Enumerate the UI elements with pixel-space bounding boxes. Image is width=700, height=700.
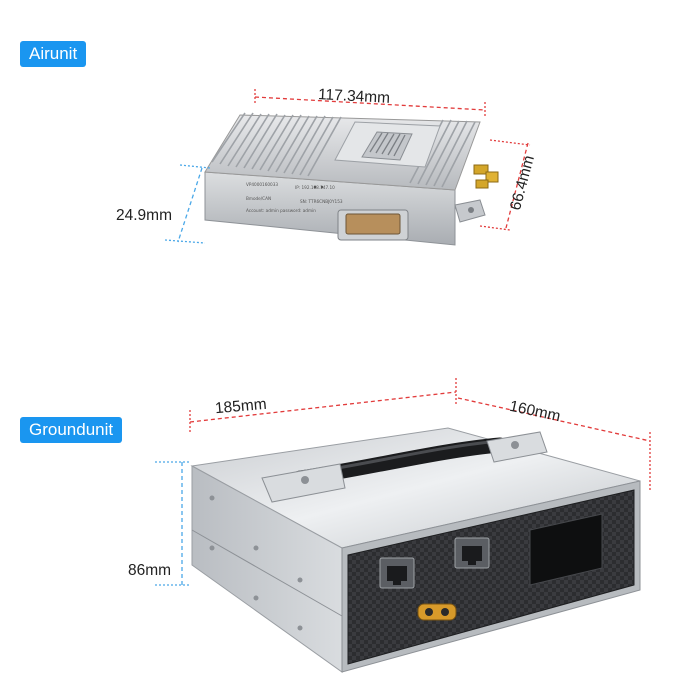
handle xyxy=(261,431,548,503)
svg-text:SN: TTR6CNBJ0Y153: SN: TTR6CNBJ0Y153 xyxy=(300,199,343,204)
ethernet-port-icon xyxy=(454,537,490,569)
svg-text:Account: admin password: adm: Account: admin password: admin xyxy=(246,208,316,213)
power-connector-icon xyxy=(417,603,457,621)
svg-text:VP4000160033: VP4000160033 xyxy=(246,182,278,187)
ethernet-port-icon xyxy=(379,557,415,589)
sma-connector xyxy=(473,164,499,189)
groundunit-device xyxy=(190,427,641,673)
airunit-height-label: 24.9mm xyxy=(116,207,172,224)
airunit-length-label: 117.34mm xyxy=(317,86,391,107)
svg-text:Bmode/CAN: Bmode/CAN xyxy=(246,196,271,201)
groundunit-dimension-lines xyxy=(155,378,651,586)
airunit-device: VP4000160033 IP: 192.168.147.10 Bmode/CA… xyxy=(204,112,499,246)
groundunit-badge: Groundunit xyxy=(20,417,123,443)
groundunit-height-label: 86mm xyxy=(128,562,172,579)
airunit-badge: Airunit xyxy=(20,41,87,67)
airunit-dimension-lines xyxy=(164,89,531,244)
